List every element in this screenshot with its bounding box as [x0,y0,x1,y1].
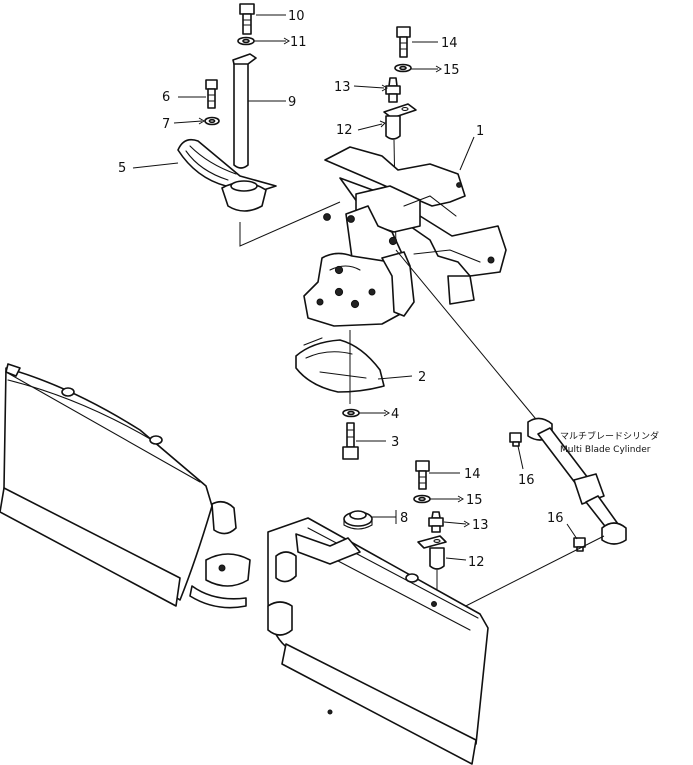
right-dozer-blade [267,517,489,765]
pin-part-9 [232,53,257,169]
callout-10: 10 [288,9,305,24]
callout-3: 3 [391,435,399,450]
callout-16-lower: 16 [547,511,564,526]
shim-part-2 [295,337,385,393]
callout-11: 11 [290,35,307,50]
cylinder-label-japanese: マルチブレードシリンダ [560,430,659,442]
callout-1: 1 [476,124,484,139]
callout-13-top: 13 [334,80,351,95]
callout-12-top: 12 [336,123,353,138]
bracket-part-5 [177,138,277,212]
bolt-part-14-bottom [415,460,430,490]
grease-fitting-part-16-lower [573,537,586,552]
callout-15-bottom: 15 [466,493,483,508]
washer-part-15-bottom [413,494,431,504]
bolt-part-10 [239,3,255,35]
callout-14-top: 14 [441,36,458,51]
washer-part-4 [342,408,360,418]
grease-fitting-part-16-upper [509,432,522,447]
callout-12-bottom: 12 [468,555,485,570]
washer-part-11 [237,36,255,46]
cylinder-label-english: Multi Blade Cylinder [560,445,651,455]
multi-blade-cylinder [527,417,627,545]
callout-4: 4 [391,407,399,422]
frame-part-1 [303,146,507,327]
bolt-part-3 [342,422,359,460]
washer-part-15-top [394,63,412,73]
callout-2: 2 [418,370,426,385]
bolt-part-14-top [396,26,411,58]
leader-lines [132,14,578,561]
washer-part-7 [204,116,220,126]
grease-fitting-part-13-bottom [428,511,444,533]
grease-fitting-part-13-top [385,77,401,103]
plate-pin-part-12-top [383,103,417,140]
callout-6: 6 [162,90,170,105]
bushing-part-8 [343,510,373,530]
callout-9: 9 [288,95,296,110]
callout-16-upper: 16 [518,473,535,488]
callout-15-top: 15 [443,63,460,78]
callout-5: 5 [118,161,126,176]
callout-7: 7 [162,117,170,132]
callout-8: 8 [400,511,408,526]
bolt-part-6 [205,79,218,109]
callout-13-bottom: 13 [472,518,489,533]
callout-14-bottom: 14 [464,467,481,482]
plate-pin-part-12-bottom [417,535,447,570]
left-dozer-blade [0,363,251,609]
